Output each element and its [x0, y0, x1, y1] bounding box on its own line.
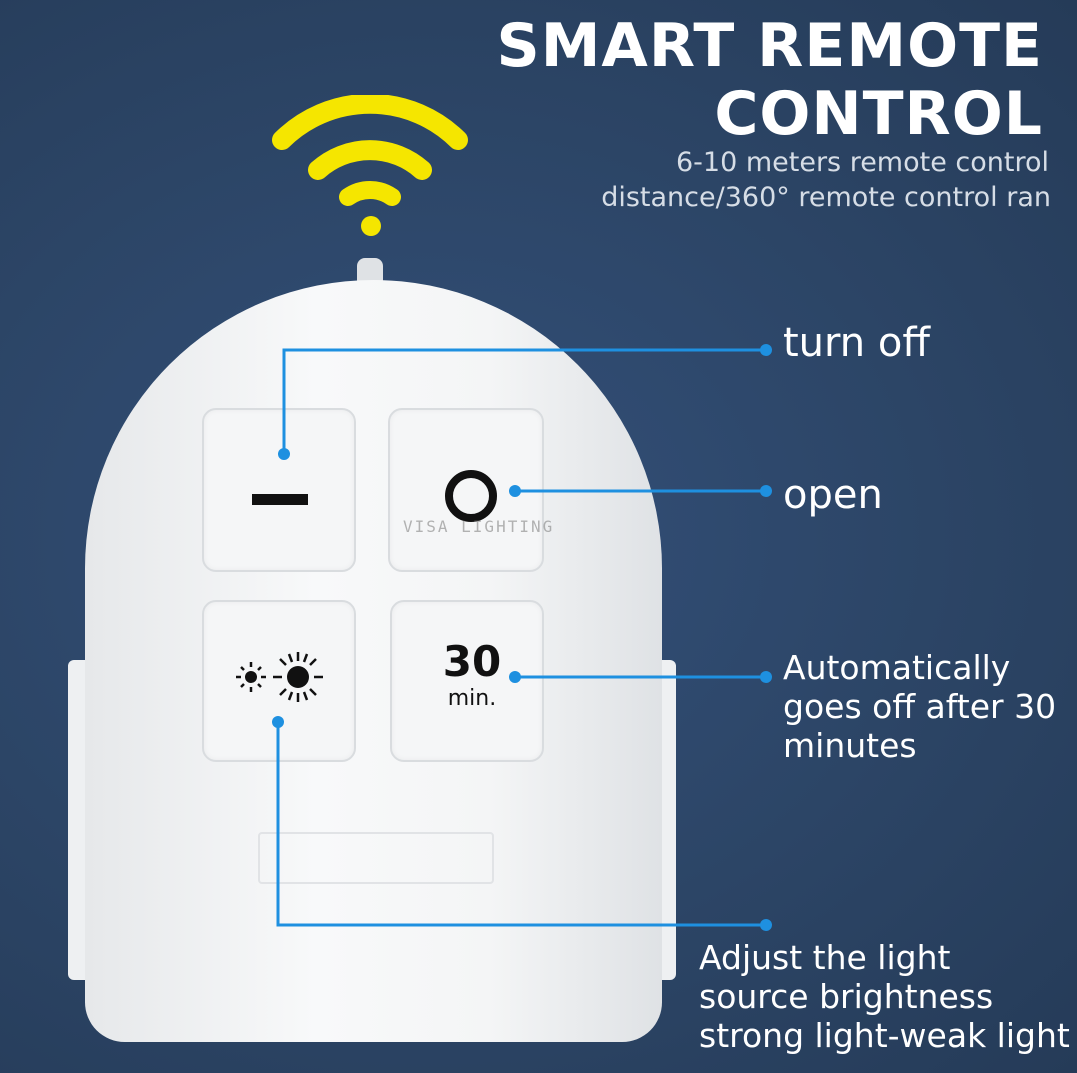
brightness-label-line-3: strong light-weak light — [699, 1016, 1070, 1055]
battery-slot — [258, 832, 494, 884]
brightness-label-line-1: Adjust the light — [699, 938, 951, 977]
remote-body — [85, 280, 662, 1042]
timer-30-button[interactable]: 30 min. — [390, 600, 544, 762]
minus-icon — [252, 494, 308, 505]
title-line-1: SMART REMOTE — [496, 11, 1043, 81]
subtitle-line-2: distance/360° remote control ran — [601, 182, 1051, 213]
turn-off-label: turn off — [783, 320, 930, 366]
circle-icon — [445, 470, 497, 522]
timer-unit: min. — [447, 686, 497, 711]
brightness-label-line-2: source brightness — [699, 977, 994, 1016]
timer-label-line-1: Automatically — [783, 648, 1011, 687]
turn-off-button[interactable] — [202, 408, 356, 572]
watermark: VISA LIGHTING — [403, 517, 555, 536]
subtitle-line-1: 6-10 meters remote control — [675, 147, 1049, 178]
open-label: open — [783, 472, 883, 518]
timer-label-line-2: goes off after 30 — [783, 687, 1057, 726]
timer-label-line-3: minutes — [783, 726, 917, 765]
brightness-sun-icon — [236, 652, 323, 702]
antenna-led — [357, 258, 383, 284]
timer-number: 30 — [442, 637, 502, 686]
title-line-2: CONTROL — [714, 79, 1043, 149]
wifi-signal-icon — [272, 95, 468, 236]
